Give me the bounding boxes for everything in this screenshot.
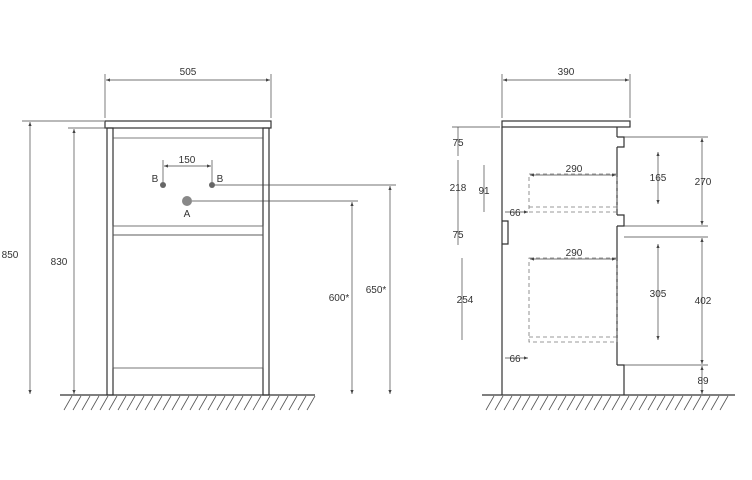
hatch-stroke — [117, 395, 127, 411]
hole-b-left-label: B — [152, 174, 159, 185]
hatch-stroke — [162, 395, 172, 411]
hatch-stroke — [207, 395, 217, 411]
hatch-stroke — [99, 395, 109, 411]
dim-89-label: 89 — [697, 376, 709, 387]
hatch-stroke — [279, 395, 289, 411]
front-view: 505 850 830 B B A 150 600* 650* — [2, 67, 396, 411]
hatch-stroke — [153, 395, 163, 411]
dim-600-label: 600* — [329, 293, 350, 304]
hatch-stroke — [81, 395, 91, 411]
hatch-stroke — [297, 395, 307, 411]
hole-b-left — [160, 182, 166, 188]
hatch-stroke — [548, 395, 558, 411]
hatch-stroke — [270, 395, 280, 411]
front-right-leg — [262, 127, 270, 396]
side-back-notch-2 — [617, 214, 625, 227]
front-left-leg — [106, 127, 114, 396]
dim-75-mid-label: 75 — [452, 230, 464, 241]
hatch-stroke — [198, 395, 208, 411]
side-drawer-bottom — [528, 257, 618, 343]
hatch-stroke — [710, 395, 720, 411]
dim-270-label: 270 — [695, 177, 712, 188]
dim-75-top-label: 75 — [452, 138, 464, 149]
hatch-stroke — [566, 395, 576, 411]
side-back-plinth — [617, 364, 625, 395]
hatch-stroke — [665, 395, 675, 411]
hatch-stroke — [180, 395, 190, 411]
dim-650-label: 650* — [366, 285, 387, 296]
hatch-stroke — [306, 395, 316, 411]
hatch-stroke — [135, 395, 145, 411]
hole-a-label: A — [184, 209, 191, 220]
dim-150-label: 150 — [179, 155, 196, 166]
hatch-stroke — [512, 395, 522, 411]
front-countertop — [104, 120, 272, 129]
hatch-stroke — [701, 395, 711, 411]
hatch-stroke — [72, 395, 82, 411]
side-floor-hatch — [485, 395, 729, 411]
hatch-stroke — [225, 395, 235, 411]
hatch-stroke — [261, 395, 271, 411]
dim-505-label: 505 — [180, 67, 197, 78]
dim-305-label: 305 — [650, 289, 667, 300]
hatch-stroke — [503, 395, 513, 411]
hatch-stroke — [602, 395, 612, 411]
hole-a — [182, 196, 192, 206]
dim-390-label: 390 — [558, 67, 575, 78]
hatch-stroke — [252, 395, 262, 411]
hatch-stroke — [575, 395, 585, 411]
hatch-stroke — [593, 395, 603, 411]
front-middle-rail — [112, 225, 264, 236]
dim-165-label: 165 — [650, 173, 667, 184]
dim-830-label: 830 — [51, 257, 68, 268]
hatch-stroke — [63, 395, 73, 411]
hatch-stroke — [647, 395, 657, 411]
hatch-stroke — [629, 395, 639, 411]
front-door-panel — [112, 234, 264, 369]
hatch-stroke — [126, 395, 136, 411]
front-floor-hatch — [63, 395, 316, 411]
side-front-notch — [502, 220, 509, 245]
hatch-stroke — [539, 395, 549, 411]
hatch-stroke — [144, 395, 154, 411]
dim-850-label: 850 — [2, 250, 19, 261]
side-back-notch-1 — [617, 136, 625, 148]
hatch-stroke — [611, 395, 621, 411]
hatch-stroke — [692, 395, 702, 411]
hatch-stroke — [530, 395, 540, 411]
hatch-stroke — [108, 395, 118, 411]
hatch-stroke — [90, 395, 100, 411]
hatch-stroke — [674, 395, 684, 411]
hole-b-right-label: B — [217, 174, 224, 185]
hole-b-right — [209, 182, 215, 188]
dim-91-label: 91 — [478, 186, 490, 197]
hatch-stroke — [620, 395, 630, 411]
dim-218-label: 218 — [450, 183, 467, 194]
hatch-stroke — [494, 395, 504, 411]
hatch-stroke — [189, 395, 199, 411]
hatch-stroke — [234, 395, 244, 411]
hatch-stroke — [719, 395, 729, 411]
side-countertop — [501, 120, 631, 128]
side-drawer-top — [528, 173, 618, 213]
dim-66-bottom-label: 66 — [509, 354, 521, 365]
dim-402-label: 402 — [695, 296, 712, 307]
hatch-stroke — [683, 395, 693, 411]
dim-290-bottom-label: 290 — [566, 248, 583, 259]
dim-66-top-label: 66 — [509, 208, 521, 219]
hatch-stroke — [485, 395, 495, 411]
dim-290-top-label: 290 — [566, 164, 583, 175]
dim-254-label: 254 — [457, 295, 474, 306]
hatch-stroke — [656, 395, 666, 411]
hatch-stroke — [584, 395, 594, 411]
hatch-stroke — [216, 395, 226, 411]
hatch-stroke — [557, 395, 567, 411]
hatch-stroke — [638, 395, 648, 411]
hatch-stroke — [521, 395, 531, 411]
hatch-stroke — [171, 395, 181, 411]
side-view: 390 75 218 91 66 75 254 66 290 290 270 1… — [450, 67, 735, 411]
hatch-stroke — [243, 395, 253, 411]
hatch-stroke — [288, 395, 298, 411]
